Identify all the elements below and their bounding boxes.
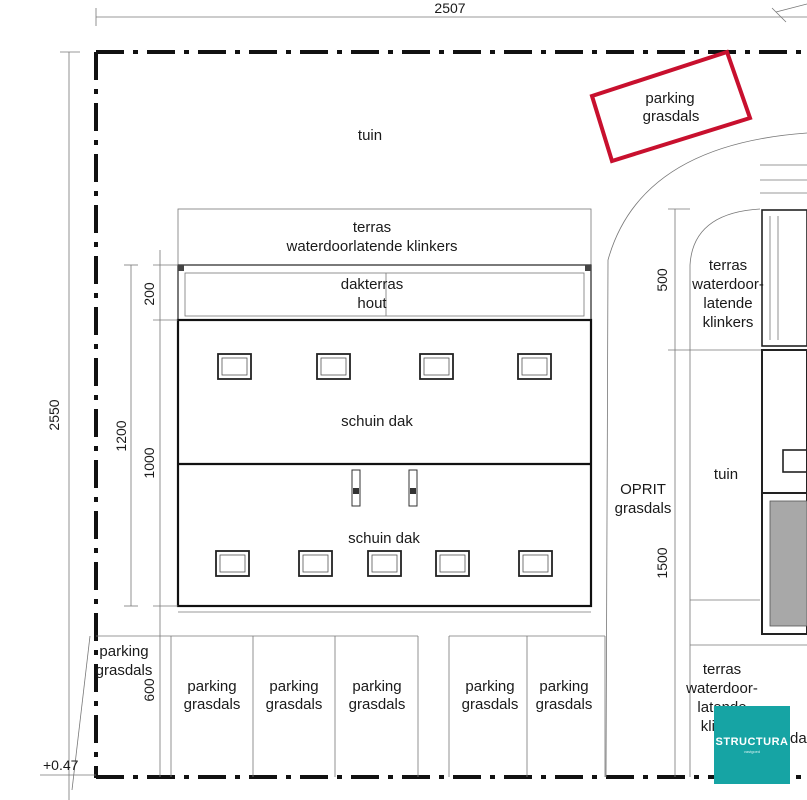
parking-spot-2-line2: grasdals <box>266 696 323 713</box>
property-boundary <box>94 50 807 779</box>
level-marker: +0.47 <box>43 757 79 773</box>
terras-right-top-4: klinkers <box>703 314 754 331</box>
parking-spot-2-line1: parking <box>269 678 318 695</box>
dim-left-label: 2550 <box>46 399 62 430</box>
terras-top-line1: terras <box>353 219 391 236</box>
parking-spot-5-line2: grasdals <box>536 696 593 713</box>
parking-row: parking grasdals parking grasdals parkin… <box>71 635 606 791</box>
dim-1000: 1000 <box>141 447 157 478</box>
label-schuin-dak-2: schuin dak <box>348 530 420 547</box>
dakterras-line2: hout <box>357 295 387 312</box>
driveway-edge <box>605 132 807 778</box>
parking-highlight-line2: grasdals <box>643 108 700 125</box>
dim-500: 500 <box>654 268 670 292</box>
oprit: OPRIT grasdals <box>615 481 672 517</box>
parking-grasdals-highlight: parking grasdals <box>589 49 753 164</box>
parking-spot-1-line2: grasdals <box>184 696 241 713</box>
oprit-line2: grasdals <box>615 500 672 517</box>
dakterras-line1: dakterras <box>341 276 404 293</box>
logo-sub: vastgoed <box>743 749 761 754</box>
parking-spot-4-line1: parking <box>465 678 514 695</box>
terras-right-top-1: terras <box>709 257 747 274</box>
label-tuin-top: tuin <box>358 127 382 144</box>
parking-spot-1-line1: parking <box>187 678 236 695</box>
structura-logo: STRUCTURA vastgoed <box>714 706 790 784</box>
parking-left-line1: parking <box>99 643 148 660</box>
dim-1500: 1500 <box>654 547 670 578</box>
dim-600: 600 <box>141 678 157 702</box>
dimension-left: 2550 <box>46 51 80 800</box>
dakterras: dakterras hout <box>177 264 592 321</box>
terras-top-line2: waterdoorlatende klinkers <box>286 238 458 255</box>
dimension-top: 2507 <box>95 0 807 26</box>
dim-top-label: 2507 <box>434 0 465 16</box>
building-roof: schuin dak schuin dak <box>176 318 593 613</box>
label-schuin-dak-1: schuin dak <box>341 413 413 430</box>
dim-200: 200 <box>141 282 157 306</box>
parking-left-line2: grasdals <box>96 662 153 679</box>
terras-top: terras waterdoorlatende klinkers <box>177 208 592 266</box>
neighbour-right: terras waterdoor- latende klinkers tuin … <box>685 164 807 777</box>
dim-1200: 1200 <box>113 420 129 451</box>
dimension-right: 500 1500 <box>654 208 690 777</box>
label-da-cut: da <box>790 730 807 747</box>
parking-spot-3-line2: grasdals <box>349 696 406 713</box>
parking-spot-5-line1: parking <box>539 678 588 695</box>
logo-text: STRUCTURA <box>715 736 789 748</box>
terras-right-bottom-1: terras <box>703 661 741 678</box>
terras-right-top-2: waterdoor- <box>691 276 764 293</box>
parking-spot-3-line1: parking <box>352 678 401 695</box>
label-tuin-right: tuin <box>714 466 738 483</box>
terras-right-top-3: latende <box>703 295 752 312</box>
parking-spot-4-line2: grasdals <box>462 696 519 713</box>
parking-highlight-line1: parking <box>645 90 694 107</box>
terras-right-bottom-2: waterdoor- <box>685 680 758 697</box>
dimension-building: 1200 1000 200 600 <box>113 250 178 777</box>
oprit-line1: OPRIT <box>620 481 666 498</box>
